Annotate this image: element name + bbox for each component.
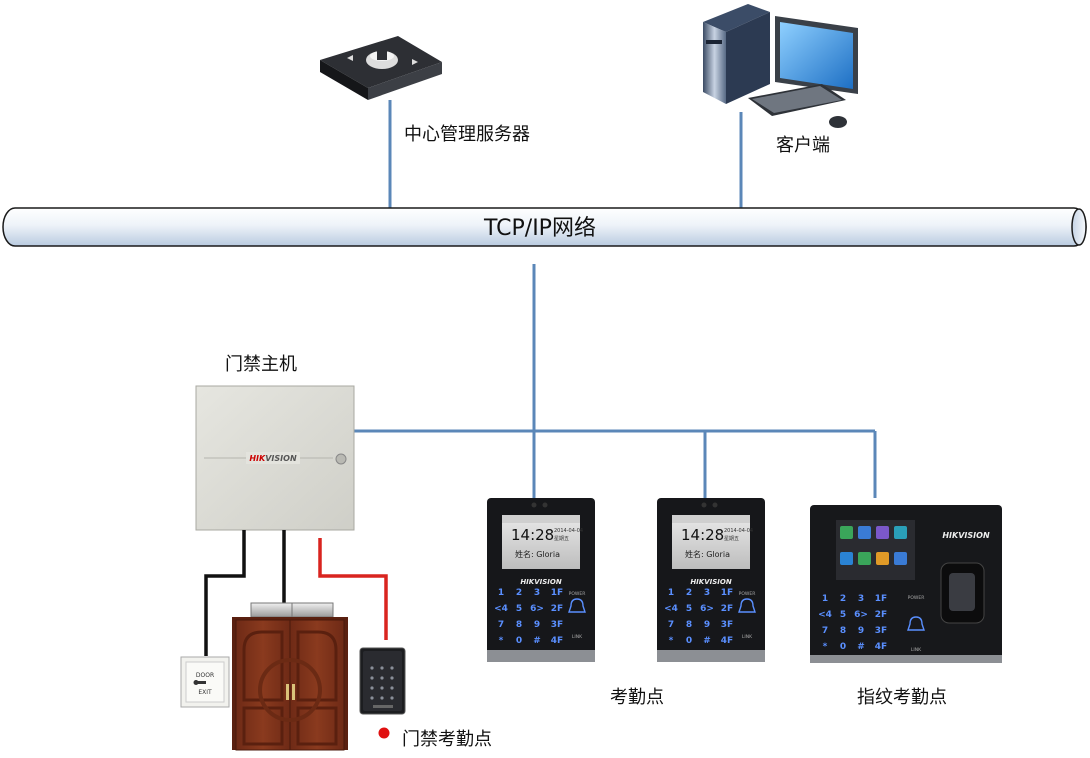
door-attendance-label: 门禁考勤点 bbox=[402, 729, 492, 750]
svg-text:LINK: LINK bbox=[742, 634, 753, 640]
svg-text:姓名: Gloria: 姓名: Gloria bbox=[515, 549, 560, 559]
svg-text:LINK: LINK bbox=[911, 647, 922, 653]
door-card-reader bbox=[359, 647, 406, 715]
fingerprint-terminal: HIKVISION POWER LINK bbox=[810, 505, 1002, 663]
access-controller-box: HIKVISION bbox=[195, 385, 355, 531]
network-connections bbox=[354, 100, 877, 498]
red-dot-marker bbox=[378, 727, 390, 739]
svg-text:HIKVISION: HIKVISION bbox=[942, 531, 990, 540]
attendance-terminal-2: 14:28 2014-04-04 星期五 姓名: Gloria HIKVISIO… bbox=[657, 498, 765, 662]
svg-text:HIKVISION: HIKVISION bbox=[520, 578, 562, 586]
svg-text:POWER: POWER bbox=[908, 595, 925, 601]
svg-text:姓名: Gloria: 姓名: Gloria bbox=[685, 549, 730, 559]
network-label: TCP/IP网络 bbox=[484, 216, 596, 241]
svg-text:LINK: LINK bbox=[572, 634, 583, 640]
svg-text:2014-04-04: 2014-04-04 bbox=[554, 528, 583, 534]
svg-text:EXIT: EXIT bbox=[198, 689, 212, 696]
server-icon bbox=[320, 36, 442, 100]
client-computer-icon bbox=[703, 4, 858, 128]
tcp-ip-network bbox=[2, 207, 1087, 247]
svg-text:星期五: 星期五 bbox=[554, 536, 569, 542]
svg-text:DOOR: DOOR bbox=[196, 672, 214, 679]
fingerprint-attendance-label: 指纹考勤点 bbox=[857, 687, 947, 708]
controller-wires bbox=[204, 530, 388, 656]
attendance-label: 考勤点 bbox=[610, 687, 664, 708]
door-exit-button: DOOR EXIT bbox=[180, 656, 230, 708]
exit-button-wire bbox=[204, 530, 246, 656]
svg-text:14:28: 14:28 bbox=[511, 526, 554, 544]
svg-text:2014-04-04: 2014-04-04 bbox=[724, 528, 753, 534]
reader-wire bbox=[318, 538, 388, 640]
svg-text:星期五: 星期五 bbox=[724, 536, 739, 542]
server-label: 中心管理服务器 bbox=[404, 124, 530, 145]
svg-text:14:28: 14:28 bbox=[681, 526, 724, 544]
double-door bbox=[232, 602, 348, 751]
controller-label: 门禁主机 bbox=[225, 354, 297, 375]
svg-text:HIKVISION: HIKVISION bbox=[690, 578, 732, 586]
svg-text:POWER: POWER bbox=[739, 591, 756, 597]
attendance-terminal-1: 14:28 2014-04-04 星期五 姓名: Gloria HIKVISIO… bbox=[487, 498, 595, 662]
client-label: 客户端 bbox=[776, 135, 830, 156]
controller-brand-logo: HIKVISION bbox=[249, 454, 297, 463]
svg-text:POWER: POWER bbox=[569, 591, 586, 597]
